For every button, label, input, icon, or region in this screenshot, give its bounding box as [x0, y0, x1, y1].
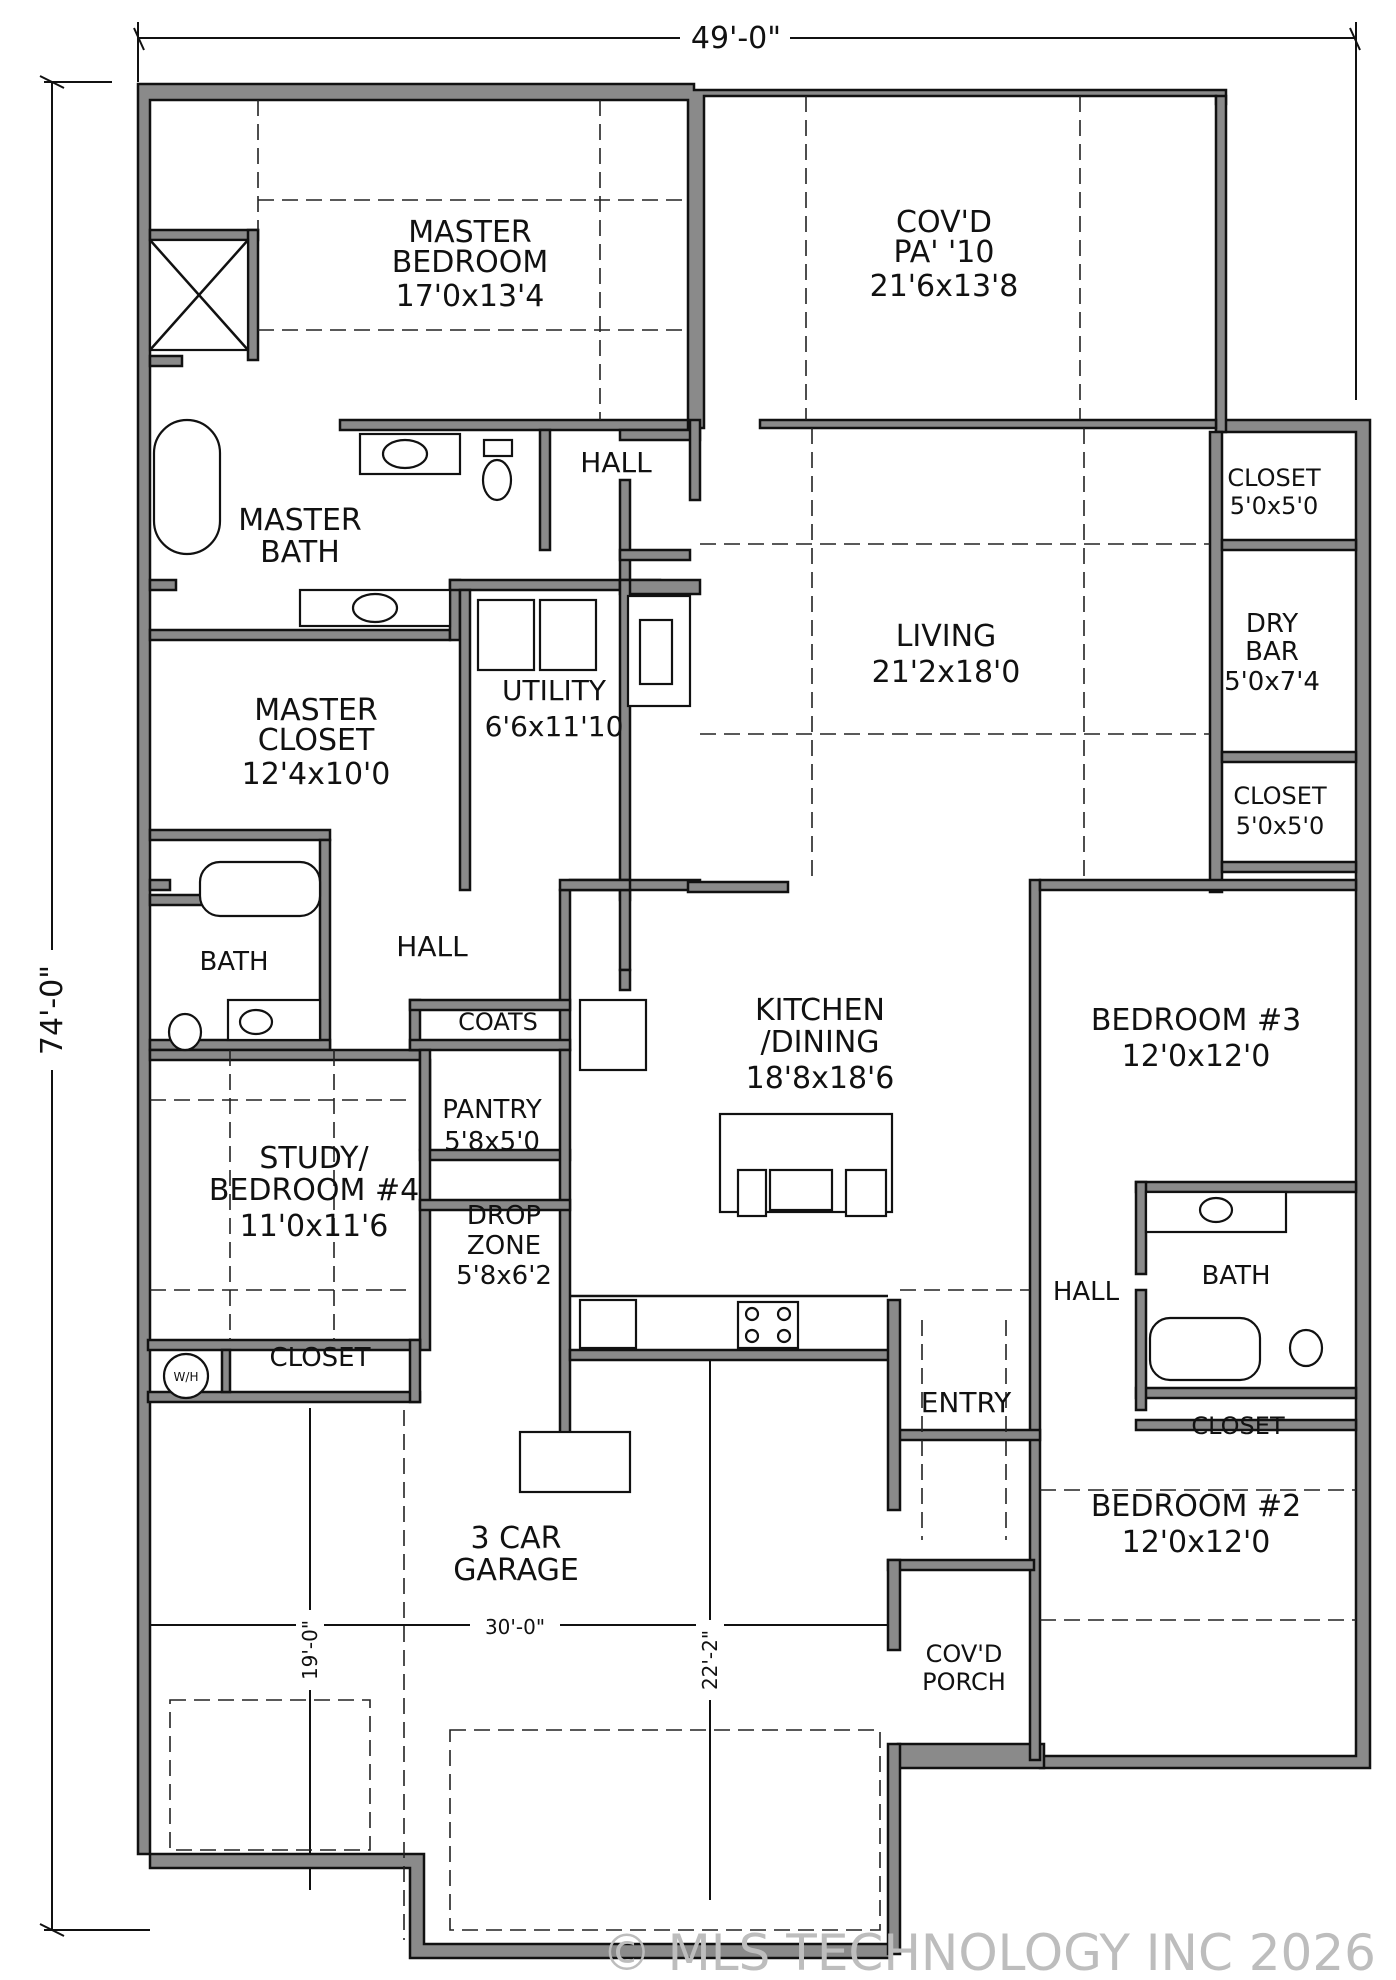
pantry-name: PANTRY	[442, 1095, 542, 1125]
drop-zone-name-2: ZONE	[467, 1231, 541, 1261]
master-closet-name-2: CLOSET	[258, 723, 375, 758]
covd-patio-name-2: PA' '10	[894, 235, 995, 270]
fixtures	[148, 238, 1324, 1494]
bath-right-tub	[1148, 1316, 1262, 1382]
dry-bar-name-2: BAR	[1245, 637, 1299, 667]
refrigerator	[578, 998, 648, 1072]
master-sink-2	[381, 438, 429, 470]
overall-width-dim: 49'-0"	[691, 21, 781, 56]
living-size: 21'2x18'0	[872, 655, 1021, 690]
dryer	[538, 598, 598, 672]
coats-name: COATS	[458, 1008, 538, 1036]
master-closet-name-1: MASTER	[254, 693, 378, 728]
master-bedroom-size: 17'0x13'4	[396, 279, 545, 314]
study-name-2: BEDROOM #4	[209, 1173, 419, 1208]
garage-width-dim: 30'-0"	[485, 1615, 545, 1639]
covd-patio-size: 21'6x13'8	[870, 269, 1019, 304]
study-size: 11'0x11'6	[240, 1209, 389, 1244]
ceiling-lines	[150, 96, 1356, 1940]
utility-size: 6'6x11'10	[485, 710, 624, 743]
cooktop	[736, 1300, 800, 1350]
master-bedroom-name-1: MASTER	[408, 215, 532, 250]
dry-bar-name-1: DRY	[1246, 609, 1298, 639]
garage-name-2: GARAGE	[453, 1553, 579, 1588]
water-heater-label: W/H	[174, 1370, 199, 1384]
covd-patio-name-1: COV'D	[896, 205, 992, 240]
kitchen-sink	[768, 1168, 834, 1212]
kitchen-dining-name-1: KITCHEN	[755, 993, 885, 1028]
covd-porch-name-1: COV'D	[926, 1640, 1003, 1668]
master-closet-size: 12'4x10'0	[242, 757, 391, 792]
closet-mid-right-name: CLOSET	[1233, 782, 1327, 810]
kitchen-dining-name-2: /DINING	[760, 1025, 879, 1060]
garage-depth-right-dim: 22'-2"	[698, 1630, 722, 1690]
hall-mid-name: HALL	[396, 930, 468, 963]
master-bath-name-1: MASTER	[238, 503, 362, 538]
dry-bar-size: 5'0x7'4	[1224, 667, 1320, 697]
copyright-watermark: © MLS TECHNOLOGY INC 2026	[602, 1924, 1376, 1980]
bath-right-name: BATH	[1201, 1261, 1270, 1291]
closet-top-right-name: CLOSET	[1227, 464, 1321, 492]
living-name: LIVING	[896, 619, 997, 654]
bedroom3-name: BEDROOM #3	[1091, 1003, 1301, 1038]
hall-top-name: HALL	[580, 446, 652, 479]
master-sink	[351, 592, 399, 624]
dimension-labels: 49'-0" 74'-0" 30'-0" 19'-0" 22'-2"	[35, 21, 781, 1690]
bedroom2-name: BEDROOM #2	[1091, 1489, 1301, 1524]
covd-porch-name-2: PORCH	[922, 1668, 1006, 1696]
closet-study-name: CLOSET	[270, 1343, 371, 1373]
master-tub	[152, 418, 222, 556]
pantry-size: 5'8x5'0	[444, 1127, 540, 1157]
bath-left-name: BATH	[199, 947, 268, 977]
closet-bed2-name: CLOSET	[1191, 1412, 1285, 1440]
dimension-lines	[36, 22, 1361, 1937]
bath-right-toilet	[1288, 1328, 1324, 1368]
toilet	[481, 458, 513, 502]
garage-depth-left-dim: 19'-0"	[298, 1620, 322, 1680]
study-name-1: STUDY/	[259, 1141, 369, 1176]
room-labels: MASTER BEDROOM 17'0x13'4 COV'D PA' '10 2…	[174, 205, 1327, 1696]
bath-left-toilet	[167, 1012, 203, 1052]
interior-walls	[146, 228, 1358, 1762]
drop-zone-size: 5'8x6'2	[456, 1261, 552, 1291]
garage-storage	[518, 1430, 632, 1494]
bedroom3-size: 12'0x12'0	[1122, 1039, 1271, 1074]
garage-name-1: 3 CAR	[471, 1521, 562, 1556]
bedroom2-size: 12'0x12'0	[1122, 1525, 1271, 1560]
hall-right-name: HALL	[1053, 1277, 1120, 1307]
master-bath-name-2: BATH	[260, 535, 340, 570]
master-bedroom-name-2: BEDROOM	[392, 245, 549, 280]
overall-depth-dim: 74'-0"	[35, 965, 70, 1055]
kitchen-dining-size: 18'8x18'6	[746, 1061, 895, 1096]
washer	[476, 598, 536, 672]
bath-tub-left	[198, 860, 322, 918]
utility-name: UTILITY	[502, 674, 607, 707]
water-heater	[162, 1352, 210, 1400]
closet-top-right-size: 5'0x5'0	[1230, 492, 1318, 520]
dishwasher	[578, 1298, 638, 1350]
closet-mid-right-size: 5'0x5'0	[1236, 812, 1324, 840]
entry-name: ENTRY	[921, 1386, 1012, 1419]
drop-zone-name-1: DROP	[467, 1201, 541, 1231]
